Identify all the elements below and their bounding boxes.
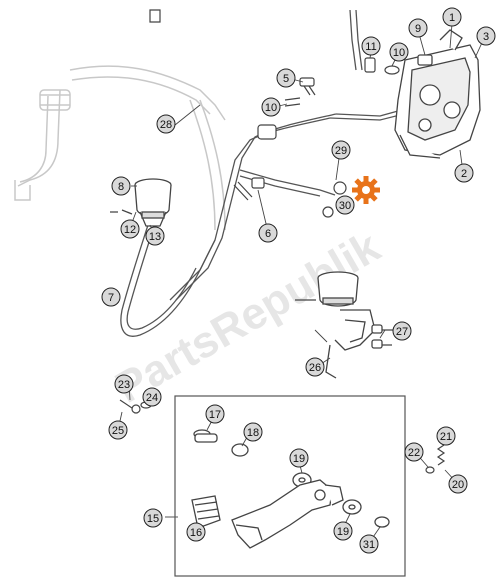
callout-label: 20 xyxy=(452,479,464,491)
callout-10b[interactable]: 10 xyxy=(261,97,281,117)
callout-18[interactable]: 18 xyxy=(243,422,263,442)
callout-label: 3 xyxy=(483,31,489,43)
callout-11[interactable]: 11 xyxy=(361,36,381,56)
callout-3[interactable]: 3 xyxy=(476,26,496,46)
callout-label: 24 xyxy=(146,392,158,404)
callout-label: 10 xyxy=(265,102,277,114)
callout-label: 17 xyxy=(209,409,221,421)
gear-icon[interactable] xyxy=(352,176,380,204)
callout-5[interactable]: 5 xyxy=(276,68,296,88)
callout-12[interactable]: 12 xyxy=(120,219,140,239)
callout-label: 7 xyxy=(108,292,114,304)
callout-15[interactable]: 15 xyxy=(143,508,163,528)
callout-31[interactable]: 31 xyxy=(359,534,379,554)
callout-20[interactable]: 20 xyxy=(448,474,468,494)
callout-26[interactable]: 26 xyxy=(305,357,325,377)
reservoir-left xyxy=(110,178,172,227)
callout-label: 8 xyxy=(118,181,124,193)
callout-2[interactable]: 2 xyxy=(454,163,474,183)
reservoir-right xyxy=(295,271,395,379)
callout-label: 10 xyxy=(393,47,405,59)
callout-label: 6 xyxy=(265,228,271,240)
callout-label: 9 xyxy=(415,23,421,35)
callout-19a[interactable]: 19 xyxy=(289,448,309,468)
callout-28[interactable]: 28 xyxy=(156,114,176,134)
frame-ghost-outline xyxy=(14,65,226,231)
callout-6[interactable]: 6 xyxy=(258,223,278,243)
callout-label: 1 xyxy=(449,12,455,24)
callout-label: 13 xyxy=(149,231,161,243)
callout-label: 26 xyxy=(309,362,321,374)
callout-8[interactable]: 8 xyxy=(111,176,131,196)
callout-label: 30 xyxy=(339,200,351,212)
callout-19b[interactable]: 19 xyxy=(333,521,353,541)
callout-label: 2 xyxy=(461,168,467,180)
callout-label: 25 xyxy=(112,425,124,437)
callout-25[interactable]: 25 xyxy=(108,420,128,440)
callout-label: 19 xyxy=(337,526,349,538)
small-hardware xyxy=(149,9,400,218)
callout-13[interactable]: 13 xyxy=(145,226,165,246)
callout-label: 15 xyxy=(147,513,159,525)
callout-23[interactable]: 23 xyxy=(114,374,134,394)
callout-list: 1 2 3 5 6 7 8 9 10 10 11 12 13 15 16 17 … xyxy=(101,7,496,554)
callout-17[interactable]: 17 xyxy=(205,404,225,424)
callout-21[interactable]: 21 xyxy=(436,426,456,446)
callout-10a[interactable]: 10 xyxy=(389,42,409,62)
callout-label: 5 xyxy=(283,73,289,85)
callout-27[interactable]: 27 xyxy=(392,321,412,341)
callout-label: 18 xyxy=(247,427,259,439)
callout-22[interactable]: 22 xyxy=(404,442,424,462)
brake-caliper-assembly xyxy=(394,29,481,159)
callout-label: 19 xyxy=(293,453,305,465)
callout-30[interactable]: 30 xyxy=(335,195,355,215)
spring-20-22 xyxy=(425,435,449,474)
callout-label: 29 xyxy=(335,145,347,157)
callout-16[interactable]: 16 xyxy=(186,522,206,542)
callout-label: 23 xyxy=(118,379,130,391)
callout-label: 12 xyxy=(124,224,136,236)
reservoir-hose xyxy=(120,224,216,337)
callout-label: 16 xyxy=(190,527,202,539)
callout-label: 11 xyxy=(365,41,376,53)
callout-1[interactable]: 1 xyxy=(442,7,462,27)
callout-label: 28 xyxy=(160,119,172,131)
callout-29[interactable]: 29 xyxy=(331,140,351,160)
callout-label: 31 xyxy=(363,539,375,551)
callout-24[interactable]: 24 xyxy=(142,387,162,407)
callout-9[interactable]: 9 xyxy=(408,18,428,38)
callout-label: 22 xyxy=(408,447,420,459)
callout-7[interactable]: 7 xyxy=(101,287,121,307)
callout-label: 27 xyxy=(396,326,408,338)
callout-label: 21 xyxy=(440,431,452,443)
pedal-group xyxy=(165,395,406,577)
